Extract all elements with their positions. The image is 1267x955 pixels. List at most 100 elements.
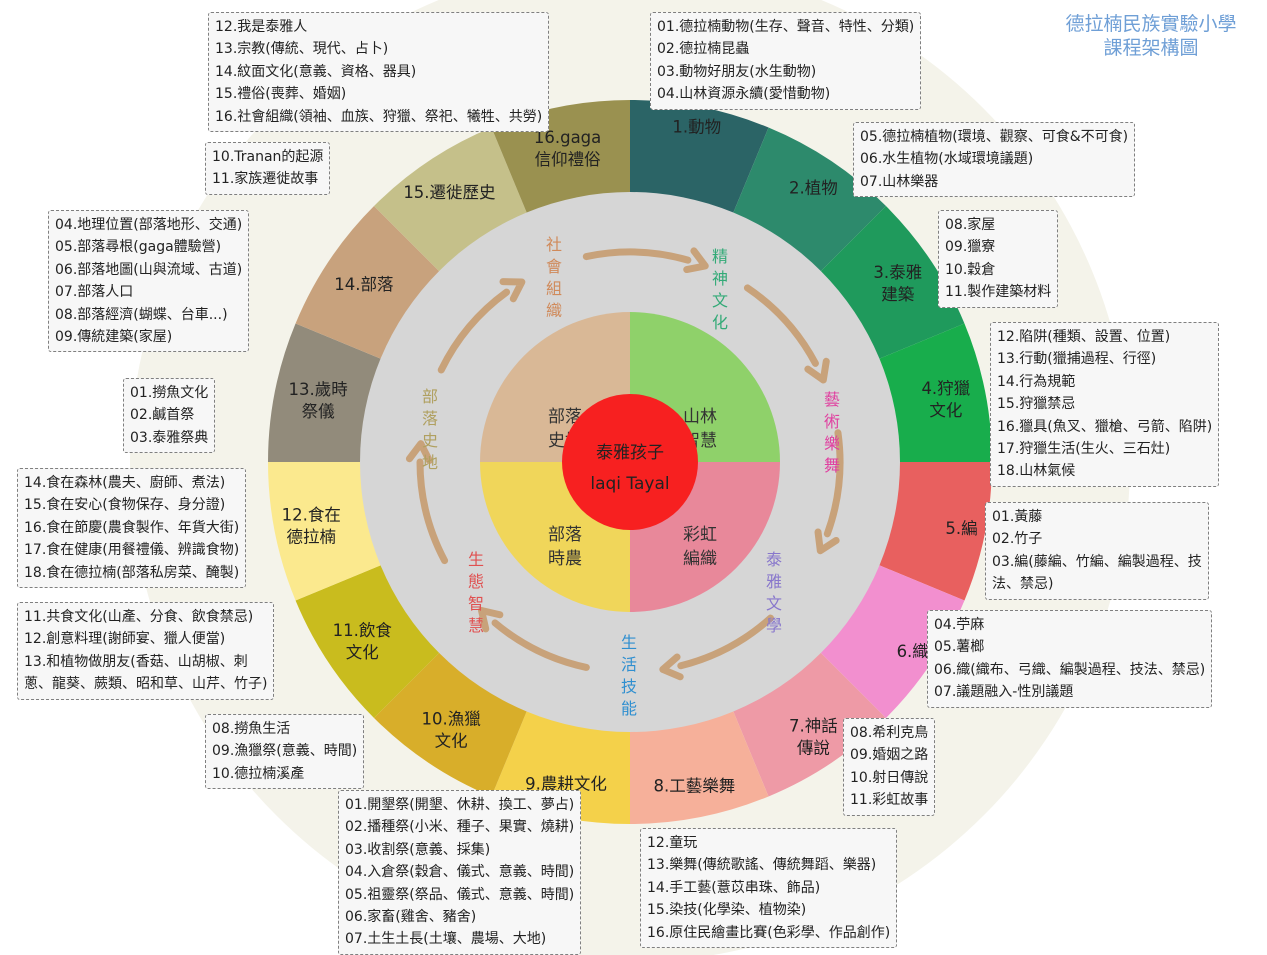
- topic-item: 10.德拉楠溪產: [212, 765, 305, 782]
- segment-4: [875, 323, 992, 462]
- cycle-arrow-3: [823, 429, 844, 538]
- chart-title: 德拉楠民族實驗小學 課程架構圖: [1041, 12, 1261, 60]
- ring-label-char: 文: [712, 291, 728, 310]
- topic-item: 05.部落尋根(gaga體驗營): [55, 239, 222, 256]
- cycle-arrow-2: [743, 284, 819, 367]
- ring-label-char: 組: [546, 279, 562, 298]
- ring-label-char: 社: [546, 235, 562, 254]
- cycle-arrow-head: [478, 606, 504, 633]
- topic-item: 03.收割祭(意義、採集): [345, 841, 491, 858]
- segment-labels: 1.動物2.植物3.泰雅建築4.狩獵文化5.編6.織7.神話傳說8.工藝樂舞9.…: [282, 118, 978, 796]
- topic-item: 02.播種祭(小米、種子、果實、燒耕): [345, 819, 575, 836]
- topic-item: 13.行動(獵捕過程、行徑): [997, 351, 1157, 368]
- topic-item: 16.食在節慶(農食製作、年貨大街): [24, 519, 240, 536]
- quadrant-label: 時農: [548, 549, 582, 569]
- ring-label-char: 史: [422, 431, 438, 450]
- center-label-1: 泰雅孩子: [596, 443, 664, 463]
- topic-item: 01.黃藤: [992, 509, 1043, 525]
- segment-1: [630, 100, 769, 217]
- topic-item: 05.德拉楠植物(環境、觀察、可食&不可食): [860, 129, 1129, 145]
- segment-2: [731, 127, 886, 274]
- cycle-arrow-5: [491, 619, 590, 671]
- ring-label-char: 術: [824, 412, 840, 431]
- topic-item: 02.竹子: [992, 531, 1043, 548]
- cycle-arrow-6: [416, 458, 449, 565]
- topic-item: 14.手工藝(薏苡串珠、飾品): [647, 879, 821, 896]
- ring-label-char: 能: [621, 699, 637, 718]
- ring-label-char: 文: [766, 594, 782, 613]
- topic-item: 11.彩虹故事: [850, 792, 929, 809]
- quadrant-label: 編織: [683, 549, 717, 569]
- segment-6: [818, 563, 965, 718]
- ring-label-char: 生: [621, 633, 637, 652]
- topic-item: 05.祖靈祭(祭品、儀式、意義、時間): [345, 886, 575, 903]
- segment-10: [374, 650, 529, 797]
- segment-label-16: 16.gaga: [534, 128, 601, 147]
- ring-label-char: 織: [546, 301, 562, 320]
- segment-5: [875, 462, 992, 601]
- topic-item: 03.動物好朋友(水生動物): [657, 63, 817, 80]
- segment-label-11: 11.飲食: [333, 621, 393, 640]
- topic-box-11: 11.共食文化(山產、分食、飲食禁忌)12.創意料理(謝師宴、獵人便當)13.和…: [17, 602, 275, 700]
- segment-label-3: 建築: [881, 285, 914, 304]
- topic-item: 10.穀倉: [945, 261, 996, 278]
- segment-label-9: 9.農耕文化: [525, 775, 607, 794]
- topic-item: 08.撈魚生活: [212, 721, 291, 737]
- topic-item: 05.薯榔: [934, 639, 985, 656]
- topic-item: 10.射日傳說: [850, 769, 929, 786]
- topic-item: 04.苧麻: [934, 617, 985, 633]
- topic-item: 01.開墾祭(開墾、休耕、換工、夢占): [345, 797, 575, 813]
- topic-item: 17.食在健康(用餐禮儀、辨識食物): [24, 542, 240, 559]
- quadrant-label: 山林: [683, 407, 717, 427]
- topic-item: 07.山林樂器: [860, 173, 939, 190]
- segment-label-5: 5.編: [945, 519, 977, 538]
- segment-3: [818, 206, 965, 361]
- ring-label-char: 部: [422, 387, 438, 406]
- topic-item: 07.部落人口: [55, 284, 134, 301]
- topic-item: 12.童玩: [647, 835, 698, 851]
- ring-label-char: 精: [712, 247, 728, 266]
- cycle-arrow-head: [804, 357, 830, 384]
- ring-label-char: 會: [546, 257, 562, 276]
- ring-label-char: 舞: [824, 456, 840, 475]
- ring-label-char: 生: [468, 550, 484, 569]
- topic-item: 02.鹹首祭: [130, 407, 195, 424]
- topic-item: 08.希利克鳥: [850, 725, 929, 741]
- topic-item: 01.撈魚文化: [130, 385, 209, 401]
- topic-item: 03.編(藤編、竹編、編製過程、技: [992, 553, 1202, 570]
- segment-label-3: 3.泰雅: [873, 263, 922, 282]
- topic-item: 06.織(織布、弓織、編製過程、技法、禁忌): [934, 661, 1206, 678]
- segment-label-7: 傳說: [797, 738, 830, 757]
- center-label-2: laqi Tayal: [590, 474, 669, 494]
- topic-item: 02.德拉楠昆蟲: [657, 41, 750, 58]
- cycle-arrow-head: [659, 653, 684, 681]
- ring-label-char: 泰: [766, 550, 782, 569]
- segment-label-2: 2.植物: [789, 179, 838, 198]
- topic-item: 08.家屋: [945, 217, 996, 233]
- segment-label-1: 1.動物: [672, 118, 721, 137]
- segment-label-8: 8.工藝樂舞: [654, 777, 736, 796]
- segment-label-16: 信仰禮俗: [535, 150, 602, 169]
- topic-item: 14.紋面文化(意義、資格、器具): [215, 63, 417, 80]
- topic-box-12: 14.食在森林(農夫、廚師、煮法)15.食在安心(食物保存、身分證)16.食在節…: [17, 468, 247, 589]
- segment-label-13: 祭儀: [302, 402, 336, 421]
- cycle-arrow-head: [405, 440, 433, 465]
- cycle-arrow-7: [437, 288, 511, 374]
- topic-item: 04.地理位置(部落地形、交通): [55, 217, 243, 233]
- topic-item: 09.婚姻之路: [850, 747, 929, 764]
- topic-item: 09.漁獵祭(意義、時間): [212, 743, 358, 760]
- segment-label-7: 7.神話: [789, 716, 838, 735]
- topic-item: 16.獵具(魚叉、獵槍、弓箭、陷阱): [997, 418, 1213, 435]
- topic-item: 06.部落地圖(山與流域、古道): [55, 261, 243, 278]
- segment-label-6: 6.織: [897, 642, 929, 661]
- ring-label-char: 態: [468, 572, 484, 591]
- quadrant-label: 部落: [548, 525, 582, 545]
- segment-label-13: 13.歲時: [288, 380, 347, 399]
- topic-item: 07.土生土長(土壤、農場、大地): [345, 931, 547, 948]
